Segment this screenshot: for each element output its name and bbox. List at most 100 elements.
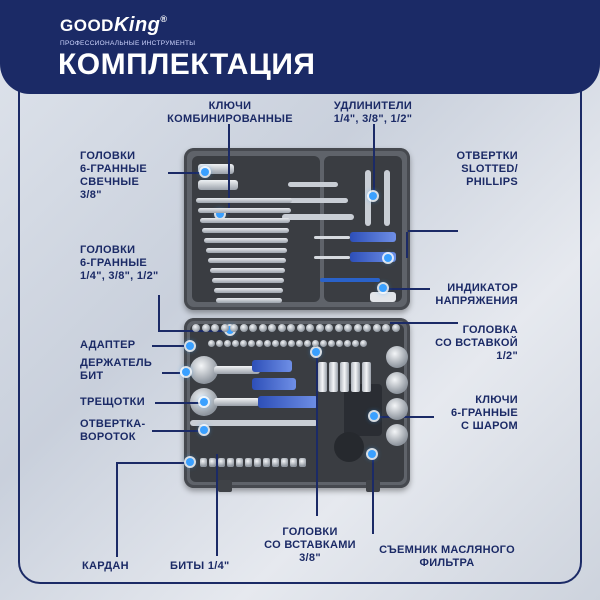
brand-subtitle: ПРОФЕССИОНАЛЬНЫЕ ИНСТРУМЕНТЫ [60,40,196,47]
extension-vertical-2 [384,170,390,226]
leader-voltage [384,288,430,290]
small-socket [256,340,263,347]
leader-screwdrivers [408,230,458,232]
small-socket [306,324,314,332]
combination-wrench [208,258,286,263]
leader-bits [216,454,218,556]
combination-wrench [196,198,292,203]
callout-dot [369,192,377,200]
leader-bit-holder [162,372,180,374]
small-socket [239,324,248,332]
callout-dot [200,426,208,434]
deep-socket [351,362,360,392]
voltage-tester [320,278,380,282]
combination-wrench [216,298,282,303]
leader-spark [168,172,204,174]
ratchet-handle-2 [214,398,260,406]
latch-left [218,480,232,492]
combination-wrench [200,218,290,223]
leader-bit-socket [390,322,458,324]
small-socket [325,324,333,332]
small-socket [344,324,352,332]
callout-dot [216,210,224,218]
small-socket [372,324,381,332]
bit [254,458,261,467]
label-screwdriver-wrench: ОТВЕРТКА-ВОРОТОК [80,418,146,443]
leader-oil-v [372,454,374,534]
combination-wrench [212,278,284,283]
leader-extensions [373,124,375,194]
extension-vertical [365,170,371,226]
small-socket [363,324,371,332]
deep-socket [318,362,327,392]
leader-bit-sockets [316,356,318,516]
oil-filter-wrench [334,432,364,462]
bit [281,458,288,467]
combination-wrench [198,208,291,213]
header-banner: GOODKing® ПРОФЕССИОНАЛЬНЫЕ ИНСТРУМЕНТЫ К… [0,0,600,94]
callout-dot [182,368,190,376]
bit [263,458,270,467]
leader-screwdrivers-v [406,232,408,258]
small-socket [352,340,359,347]
callout-dot [368,450,376,458]
small-socket [334,324,343,332]
ratchet-grip-2 [252,378,296,390]
small-socket [272,340,279,347]
label-bits: БИТЫ 1/4" [170,560,230,572]
callout-dot [201,168,209,176]
logo-reg: ® [160,14,168,24]
small-socket [280,340,287,347]
callout-dot [379,284,387,292]
leader-hex-v [158,295,160,331]
small-socket [230,324,238,332]
small-socket [296,340,303,347]
callout-dot [384,254,392,262]
large-socket [386,346,408,368]
small-socket [287,324,295,332]
small-socket [336,340,343,347]
label-cardan: КАРДАН [82,560,129,572]
bit [290,458,297,467]
small-socket [360,340,367,347]
small-socket [248,340,255,347]
screwdriver-shaft-1 [314,236,350,239]
callout-dot [186,458,194,466]
small-socket [344,340,351,347]
bit-socket-half [370,292,396,302]
combination-wrench [204,238,288,243]
small-socket [240,340,247,347]
combination-wrench [210,268,285,273]
leader-adapter [152,345,188,347]
bit [272,458,279,467]
small-socket [391,324,400,332]
small-socket [192,324,200,332]
bit [236,458,243,467]
screwdriver-2 [350,252,396,262]
deep-socket [362,362,371,392]
leader-combo [228,124,230,214]
label-ratchets: ТРЕЩОТКИ [80,396,145,408]
leader-screwdriver-wrench [152,430,202,432]
screwdriver-wrench [190,420,318,426]
bit [299,458,306,467]
bit [245,458,252,467]
combination-wrench [202,228,289,233]
extension-bar-1 [288,182,338,187]
ratchet-grip-1 [252,360,292,372]
callout-dot [370,412,378,420]
small-socket [232,340,239,347]
bit [227,458,234,467]
small-socket [211,324,219,332]
extension-bar-3 [282,214,354,220]
ratchet-handle-1 [214,366,260,374]
